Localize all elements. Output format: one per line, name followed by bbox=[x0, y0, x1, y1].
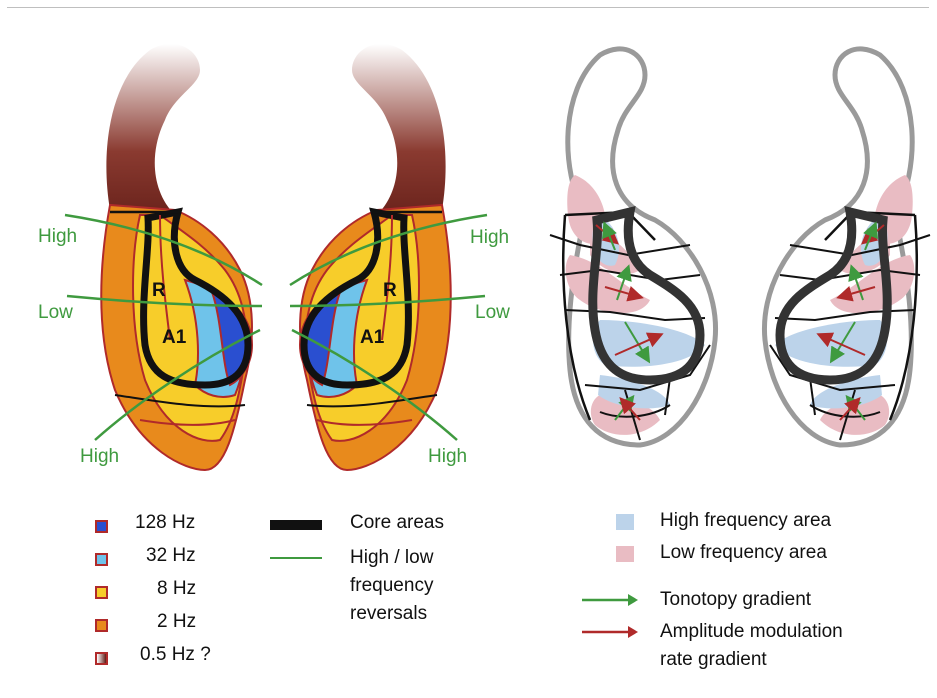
high-frequency-swatch bbox=[616, 514, 634, 530]
tonotopy-arrow-icon bbox=[580, 593, 640, 607]
label-a1-left: A1 bbox=[162, 327, 187, 348]
legend-0-5hz-label: 0.5 Hz ? bbox=[140, 644, 211, 666]
left-hemisphere bbox=[101, 44, 252, 470]
reversal-swatch bbox=[270, 557, 322, 559]
legend-am-line1: Amplitude modulation bbox=[660, 621, 843, 643]
legend-32hz-label: 32 Hz bbox=[146, 545, 196, 567]
legend-tonotopy-label: Tonotopy gradient bbox=[660, 589, 811, 611]
swatch-0-5hz bbox=[95, 652, 108, 665]
am-rate-arrow-icon bbox=[580, 625, 640, 639]
label-high-top-right: High bbox=[470, 227, 509, 248]
core-areas-swatch bbox=[270, 520, 322, 530]
label-high-bottom-left: High bbox=[80, 446, 119, 467]
label-low-right: Low bbox=[475, 302, 510, 323]
legend-core-label: Core areas bbox=[350, 512, 444, 534]
tonotopy-right-hemisphere bbox=[764, 49, 930, 445]
label-r-left: R bbox=[152, 280, 166, 301]
legend-128hz-label: 128 Hz bbox=[135, 512, 195, 534]
legend-reversal-line1: High / low bbox=[350, 547, 433, 569]
swatch-8hz bbox=[95, 586, 108, 599]
label-r-right: R bbox=[383, 280, 397, 301]
swatch-2hz bbox=[95, 619, 108, 632]
legend-low-freq-label: Low frequency area bbox=[660, 542, 827, 564]
tonotopy-left-hemisphere bbox=[550, 49, 716, 445]
label-a1-right: A1 bbox=[360, 327, 385, 348]
label-high-top-left: High bbox=[38, 226, 77, 247]
label-low-left: Low bbox=[38, 302, 73, 323]
legend-2hz-label: 2 Hz bbox=[157, 611, 196, 633]
legend-reversal-line2: frequency bbox=[350, 575, 433, 597]
right-hemisphere bbox=[300, 44, 451, 470]
legend-high-freq-label: High frequency area bbox=[660, 510, 831, 532]
legend-8hz-label: 8 Hz bbox=[157, 578, 196, 600]
low-frequency-swatch bbox=[616, 546, 634, 562]
swatch-32hz bbox=[95, 553, 108, 566]
label-high-bottom-right: High bbox=[428, 446, 467, 467]
legend-reversal-line3: reversals bbox=[350, 603, 427, 625]
swatch-128hz bbox=[95, 520, 108, 533]
legend-am-line2: rate gradient bbox=[660, 649, 767, 671]
